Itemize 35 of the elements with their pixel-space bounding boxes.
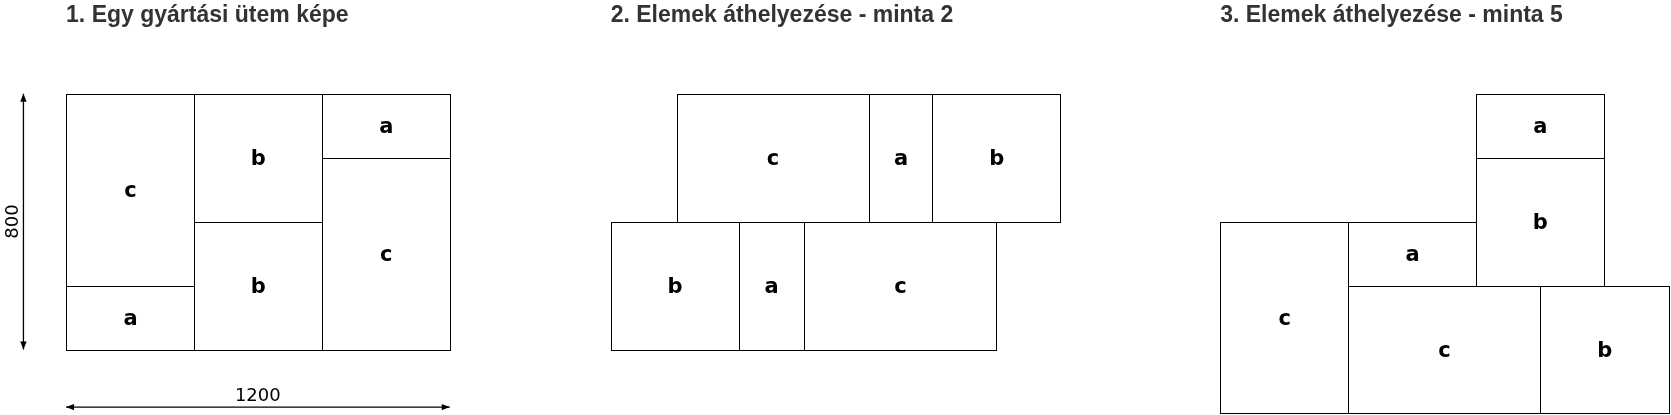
- part-letter: b: [1597, 338, 1613, 363]
- part-letter: b: [250, 146, 266, 171]
- part-letter: c: [1278, 306, 1291, 331]
- part-letter: b: [989, 146, 1005, 171]
- part-letter: c: [894, 274, 907, 299]
- part-rectangle: [1539, 285, 1670, 415]
- part-rectangle: [321, 93, 451, 159]
- part-rectangle: [321, 157, 451, 351]
- dimension-label: 800: [0, 204, 22, 239]
- dimension-label: 1200: [234, 383, 281, 405]
- part-rectangle: [932, 93, 1062, 223]
- part-rectangle: [803, 221, 998, 351]
- part-letter: c: [124, 178, 137, 203]
- part-rectangle: [610, 221, 740, 351]
- part-letter: a: [1405, 242, 1420, 267]
- part-letter: b: [250, 274, 266, 299]
- part-rectangle: [1475, 157, 1605, 287]
- part-letter: a: [123, 306, 138, 331]
- panel-heading: 2. Elemek áthelyezése - minta 2: [610, 1, 954, 29]
- part-letter: b: [1532, 210, 1548, 235]
- part-letter: a: [764, 274, 779, 299]
- part-letter: c: [1438, 338, 1451, 363]
- part-rectangle: [66, 93, 195, 287]
- part-rectangle: [1475, 93, 1605, 159]
- part-letter: c: [766, 146, 780, 171]
- part-rectangle: [66, 285, 195, 351]
- panel-heading: 3. Elemek áthelyezése - minta 5: [1220, 1, 1563, 29]
- part-rectangle: [1220, 221, 1350, 415]
- part-rectangle: [676, 93, 870, 223]
- part-letter: a: [893, 146, 909, 171]
- part-letter: c: [380, 242, 393, 267]
- part-letter: a: [1533, 114, 1548, 139]
- part-letter: a: [379, 114, 394, 139]
- part-letter: b: [667, 274, 683, 299]
- panel-heading: 1. Egy gyártási ütem képe: [66, 1, 349, 29]
